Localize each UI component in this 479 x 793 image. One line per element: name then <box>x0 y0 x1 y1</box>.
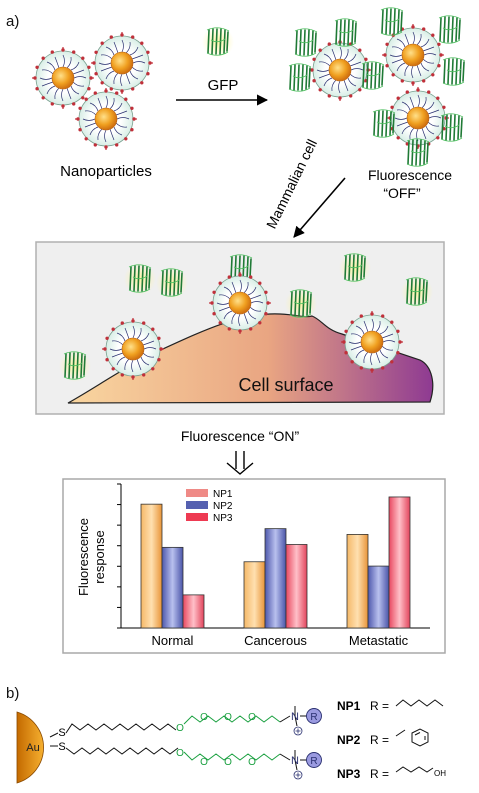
nanoparticles-label: Nanoparticles <box>60 163 152 180</box>
bar-np3-cancerous <box>285 544 308 629</box>
r-group-label: R <box>310 756 317 767</box>
np2-name: NP2 <box>337 733 361 747</box>
legend-swatch-np1 <box>186 489 208 497</box>
gfp-protein-icon <box>334 17 358 48</box>
legend-label-np1: NP1 <box>213 489 233 500</box>
plus-icon <box>295 728 301 734</box>
legend-swatch-np2 <box>186 501 208 509</box>
oxygen-atoms: O O O O O O O O <box>176 712 256 768</box>
bar-np3-normal <box>182 594 205 629</box>
oxygen-atom: O <box>176 723 184 734</box>
r-group-label: R <box>310 712 317 723</box>
ligand-chain-lower <box>50 745 307 771</box>
gfp-protein-icon <box>442 56 466 87</box>
legend-label-np3: NP3 <box>213 513 233 524</box>
nanoparticle-icon <box>386 86 450 150</box>
x-tick-label: Cancerous <box>244 633 307 648</box>
hexyl-chain-icon <box>395 699 444 707</box>
gold-surface-shape <box>16 711 44 784</box>
bar-np2-normal <box>161 546 184 629</box>
bar-np2-metastatic <box>367 565 390 629</box>
nitrogen-atom: N <box>291 755 299 767</box>
gfp-protein-icon <box>156 267 188 299</box>
positive-charge-icon <box>293 726 303 736</box>
plus-icon <box>295 772 301 778</box>
bar-np1-metastatic <box>346 534 369 629</box>
gfp-protein-icon <box>124 263 156 295</box>
panel-a-label: a) <box>6 13 19 30</box>
au-label: Au <box>26 742 39 754</box>
gfp-protein-icon <box>202 26 234 58</box>
x-tick-labels: Normal Cancerous Metastatic <box>152 633 409 648</box>
cell-surface-label: Cell surface <box>238 375 333 395</box>
bars-group <box>140 496 411 629</box>
gfp-protein-icon <box>288 62 312 93</box>
ligand-chain-upper <box>49 706 307 738</box>
gfp-protein-icon <box>285 288 317 320</box>
np1-definition: NP1 R = <box>337 699 444 713</box>
r-group-badge <box>306 752 322 768</box>
gfp-protein-icon <box>401 276 433 308</box>
positive-charge-icon <box>293 770 303 780</box>
legend-swatch-np3 <box>186 513 208 521</box>
oxygen-atom: O <box>224 712 232 723</box>
gfp-protein-icon <box>59 350 91 382</box>
bar-np2-cancerous <box>264 528 287 629</box>
double-down-arrow-icon <box>226 451 254 475</box>
np2-definition: NP2 R = <box>337 728 429 747</box>
np1-name: NP1 <box>337 699 361 713</box>
oxygen-atom: O <box>200 712 208 723</box>
r-group-badge <box>306 708 322 724</box>
fluorescence-on-label: Fluorescence “ON” <box>181 428 300 444</box>
nitrogen-atom: N <box>291 711 299 723</box>
np3-r-equals: R = <box>370 767 389 781</box>
sulfur-atom-upper: S <box>58 727 65 739</box>
oxygen-atom: O <box>224 757 232 768</box>
legend-label-np2: NP2 <box>213 501 233 512</box>
y-axis-label-line2: response <box>92 530 107 583</box>
nanoparticle-icon <box>381 23 445 87</box>
hydroxyl-label: OH <box>434 769 446 778</box>
oxygen-atom: O <box>200 757 208 768</box>
np2-r-equals: R = <box>370 733 389 747</box>
np3-definition: NP3 R = OH <box>337 766 446 781</box>
bar-np1-cancerous <box>243 561 266 629</box>
nanoparticle-cluster <box>31 31 154 151</box>
gfp-protein-icon <box>294 27 318 58</box>
x-tick-label: Metastatic <box>349 633 409 648</box>
y-axis-label-line1: Fluorescence <box>76 518 91 596</box>
np1-r-equals: R = <box>370 699 389 713</box>
nanoparticle-icon <box>90 31 154 95</box>
gfp-protein-icon <box>339 252 371 284</box>
panel-b-label: b) <box>6 685 19 702</box>
benzyl-icon <box>395 728 429 747</box>
bar-np3-metastatic <box>388 496 411 629</box>
gfp-protein-icon <box>438 14 462 45</box>
cell-arrow <box>293 177 346 238</box>
oxygen-atom: O <box>248 757 256 768</box>
oxygen-atom: O <box>248 712 256 723</box>
fluorescence-off-line1: Fluorescence <box>368 167 452 183</box>
y-axis-ticks <box>117 483 121 629</box>
nanoparticle-icon <box>308 38 372 102</box>
bar-np1-normal <box>140 503 163 629</box>
oxygen-atom: O <box>176 748 184 759</box>
np3-name: NP3 <box>337 767 361 781</box>
fluorescence-off-line2: “OFF” <box>383 185 421 201</box>
gfp-label: GFP <box>208 77 239 94</box>
sulfur-atom-lower: S <box>58 741 65 753</box>
ammonium-lower: N R <box>291 752 322 780</box>
x-tick-label: Normal <box>152 633 194 648</box>
hydroxypropyl-chain-icon <box>395 766 434 773</box>
ammonium-upper: N R <box>291 708 322 736</box>
